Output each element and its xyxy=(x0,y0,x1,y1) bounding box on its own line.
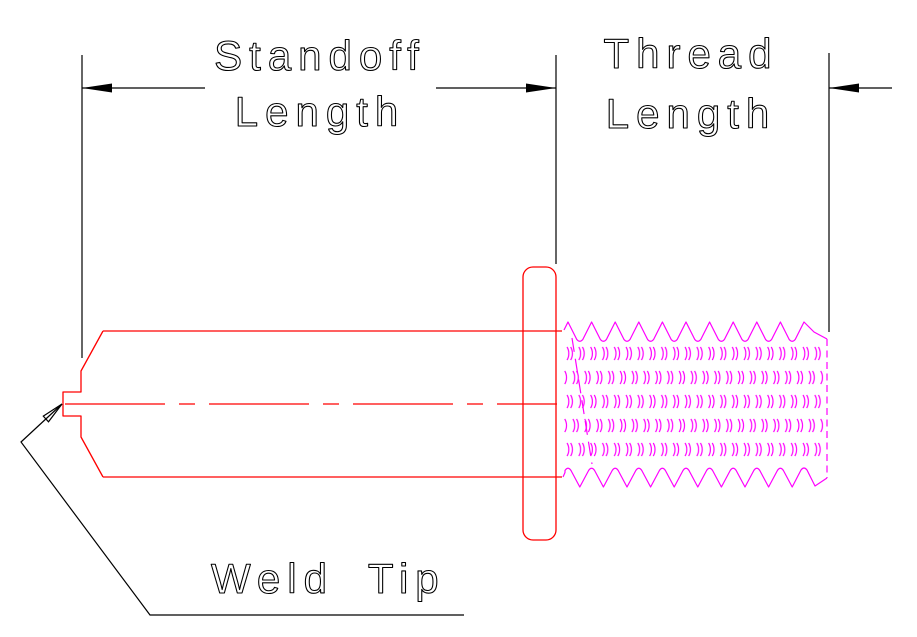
dimension-layer xyxy=(20,53,892,616)
thread-length-label-line2: Length xyxy=(606,90,776,137)
thread-bottom-crests xyxy=(562,467,828,488)
stud-body-outline xyxy=(62,330,562,478)
stud-layer xyxy=(62,266,562,541)
weld-tip-label: Weld Tip xyxy=(211,555,446,602)
thread-length-label-line1: Thread xyxy=(603,30,778,77)
thread-top-crests xyxy=(563,321,828,342)
thread-layer xyxy=(562,321,828,488)
standoff-length-label-line1: Standoff xyxy=(214,32,426,79)
label-layer: Standoff Length Thread Length Weld Tip xyxy=(210,29,778,602)
thread-start-runout xyxy=(571,337,593,465)
weld-tip-leader-line xyxy=(20,403,464,616)
standoff-arrowhead-right xyxy=(526,83,556,93)
thread-arrowhead-right xyxy=(829,83,859,93)
standoff-length-label-line2: Length xyxy=(235,88,405,135)
weld-tip-leader-arrowhead xyxy=(42,403,63,423)
standoff-arrowhead-left xyxy=(82,83,112,93)
thread-texture-area xyxy=(564,345,824,464)
